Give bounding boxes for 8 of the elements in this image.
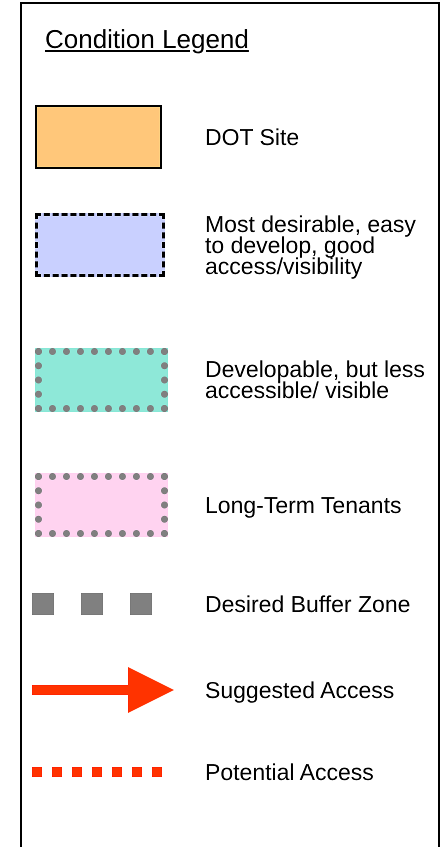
legend-label: Most desirable, easy to develop, good access/visibility — [205, 214, 417, 276]
legend-label: Developable, but less accessible/ visible — [205, 359, 426, 401]
legend-label: Potential Access — [205, 762, 375, 782]
legend-label: DOT Site — [205, 126, 300, 148]
legend-title: Condition Legend — [45, 24, 249, 55]
legend-label: Long-Term Tenants — [205, 494, 402, 516]
legend-label: Desired Buffer Zone — [205, 594, 412, 614]
legend-label: Suggested Access — [205, 680, 396, 700]
